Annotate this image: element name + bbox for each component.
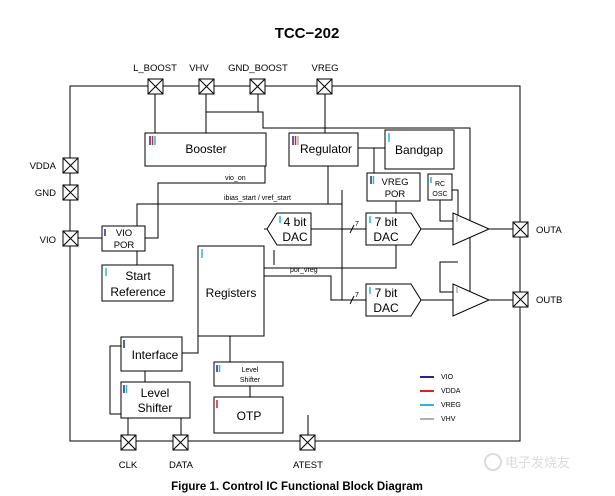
dac-7bit-b-block: 7 bit DAC bbox=[365, 283, 422, 317]
pin-label-outa: OUTA bbox=[536, 225, 562, 236]
chip-outline bbox=[69, 85, 521, 442]
bandgap-label: Bandgap bbox=[395, 143, 443, 157]
pin-clk: CLK bbox=[119, 434, 138, 471]
legend-label-vhv: VHV bbox=[441, 416, 456, 423]
vio-por-label-1: VIO bbox=[116, 228, 132, 239]
dac-4bit-label-1: 4 bit bbox=[284, 215, 307, 229]
legend-item-vdda: VDDA bbox=[420, 388, 461, 395]
dac-4bit-label-2: DAC bbox=[282, 230, 308, 244]
vio-por-label-2: POR bbox=[114, 240, 135, 251]
pin-label-vreg: VREG bbox=[312, 63, 339, 74]
dac-7bit-a-label-1: 7 bit bbox=[375, 215, 398, 229]
legend-label-vreg: VREG bbox=[441, 402, 461, 409]
pin-gnd: GND bbox=[35, 184, 79, 201]
pin-outb: OUTB bbox=[512, 291, 562, 308]
bandgap-block: Bandgap bbox=[384, 129, 455, 170]
regulator-label: Regulator bbox=[300, 142, 352, 156]
otp-label: OTP bbox=[237, 409, 262, 423]
rc-osc-label-1: RC bbox=[435, 181, 445, 188]
legend-item-vreg: VREG bbox=[420, 402, 461, 409]
signal-por-vreg: por_vreg bbox=[290, 267, 318, 274]
figure-caption: Figure 1. Control IC Functional Block Di… bbox=[171, 481, 423, 493]
level-shifter-small-label-2: Shifter bbox=[240, 377, 261, 384]
regulator-block: Regulator bbox=[288, 132, 359, 167]
pin-label-outb: OUTB bbox=[536, 295, 562, 306]
rc-osc-label-2: OSC bbox=[432, 191, 447, 198]
pin-label-gnd: GND bbox=[35, 188, 56, 199]
pin-vdda: VDDA bbox=[30, 157, 79, 174]
dac-4bit-block: 4 bit DAC bbox=[266, 212, 312, 246]
legend-item-vio: VIO bbox=[420, 374, 454, 381]
vreg-por-block: VREG POR bbox=[366, 172, 421, 202]
booster-label: Booster bbox=[185, 142, 226, 156]
legend-label-vdda: VDDA bbox=[441, 388, 461, 395]
watermark-logo: 电子发烧友 bbox=[484, 453, 570, 471]
signal-ibias: ibias_start / vref_start bbox=[224, 195, 291, 202]
pin-data: DATA bbox=[169, 434, 194, 471]
opamp-b bbox=[452, 283, 491, 317]
pin-label-vhv: VHV bbox=[189, 63, 209, 74]
level-shifter-block: Level Shifter bbox=[120, 381, 191, 419]
pin-label-clk: CLK bbox=[119, 460, 138, 471]
pin-label-vdda: VDDA bbox=[30, 161, 57, 172]
pin-vreg: VREG bbox=[312, 63, 339, 95]
booster-block: Booster bbox=[144, 132, 267, 167]
otp-block: OTP bbox=[213, 396, 284, 434]
interface-block: Interface bbox=[120, 336, 183, 372]
legend-item-vhv: VHV bbox=[420, 416, 456, 423]
pin-gnd-boost: GND_BOOST bbox=[228, 63, 288, 95]
vreg-por-label-1: VREG bbox=[382, 177, 409, 188]
pin-vio: VIO bbox=[40, 230, 79, 247]
pin-label-gnd-boost: GND_BOOST bbox=[228, 63, 288, 74]
registers-label: Registers bbox=[206, 286, 257, 300]
pin-outa: OUTA bbox=[512, 221, 562, 238]
start-reference-block: Start Reference bbox=[101, 264, 174, 302]
legend-label-vio: VIO bbox=[441, 374, 454, 381]
watermark-text: 电子发烧友 bbox=[505, 455, 570, 470]
dac-7bit-a-block: 7 bit DAC bbox=[365, 212, 422, 246]
legend: VIO VDDA VREG VHV bbox=[420, 374, 461, 423]
diagram-title: TCC−202 bbox=[275, 25, 340, 42]
pin-vhv: VHV bbox=[189, 63, 215, 95]
pin-l-boost: L_BOOST bbox=[133, 63, 177, 95]
level-shifter-label-1: Level bbox=[141, 386, 170, 400]
pin-atest: ATEST bbox=[293, 434, 323, 471]
start-reference-label-1: Start bbox=[125, 269, 151, 283]
rc-osc-block: RC OSC bbox=[427, 173, 453, 201]
pin-label-atest: ATEST bbox=[293, 460, 323, 471]
level-shifter-small-block: Level Shifter bbox=[213, 361, 284, 387]
level-shifter-small-label-1: Level bbox=[242, 367, 259, 374]
bus-width-a: 7 bbox=[355, 221, 359, 228]
signal-vio-on: vio_on bbox=[225, 175, 246, 182]
opamp-a bbox=[452, 212, 491, 246]
dac-7bit-b-label-1: 7 bit bbox=[375, 286, 398, 300]
registers-block: Registers bbox=[197, 245, 265, 337]
interface-label: Interface bbox=[132, 348, 179, 362]
pin-label-l-boost: L_BOOST bbox=[133, 63, 177, 74]
pin-label-data: DATA bbox=[169, 460, 194, 471]
bus-width-b: 7 bbox=[355, 292, 359, 299]
start-reference-label-2: Reference bbox=[110, 285, 166, 299]
vreg-por-label-2: POR bbox=[385, 189, 406, 200]
dac-7bit-a-label-2: DAC bbox=[373, 230, 399, 244]
level-shifter-label-2: Shifter bbox=[138, 401, 173, 415]
dac-7bit-b-label-2: DAC bbox=[373, 301, 399, 315]
vio-por-block: VIO POR bbox=[101, 225, 146, 252]
pin-label-vio: VIO bbox=[40, 235, 56, 246]
